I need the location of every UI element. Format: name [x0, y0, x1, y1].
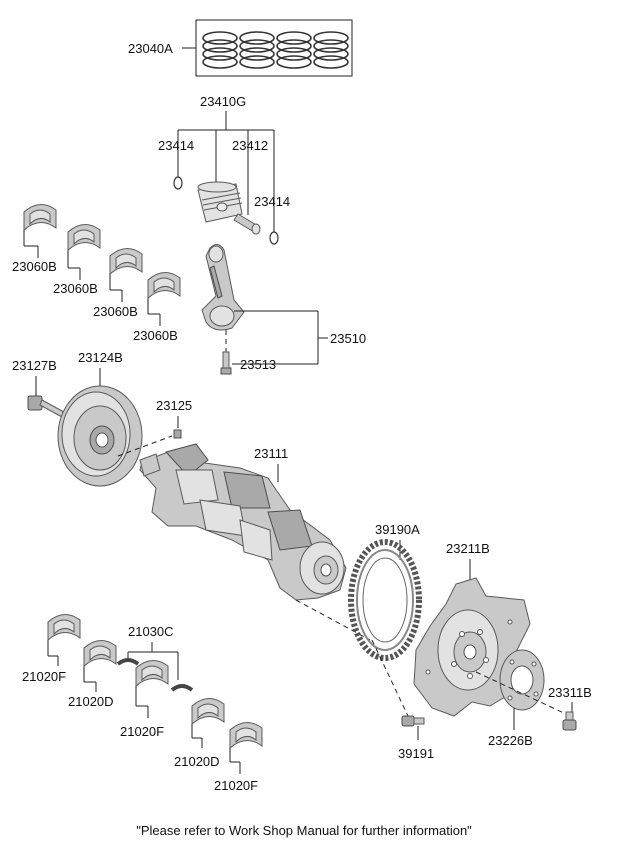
conrod-bolt[interactable]: [220, 351, 232, 375]
callout-snap-ring-right: 23414: [254, 194, 290, 209]
main-bearing-5[interactable]: [229, 722, 263, 750]
main-bearing-2[interactable]: [83, 640, 117, 668]
reluctor-ring[interactable]: [348, 539, 422, 661]
callout-drive-plate: 23211B: [446, 541, 490, 556]
damper-pulley[interactable]: [57, 385, 143, 487]
piston-pin[interactable]: [233, 213, 261, 235]
callout-woodruff-key: 23125: [156, 398, 192, 413]
conrod-bearing-3[interactable]: [109, 248, 143, 276]
piston-ring-set[interactable]: [195, 19, 353, 77]
callout-main-bearing-2: 21020D: [68, 694, 114, 709]
callout-piston-ring-set: 23040A: [128, 41, 173, 56]
piston[interactable]: [197, 181, 243, 223]
main-bearing-3[interactable]: [135, 660, 169, 688]
callout-pulley-bolt: 23127B: [12, 358, 57, 373]
callout-snap-ring-left: 23414: [158, 138, 194, 153]
reluctor-bolt[interactable]: [401, 715, 425, 727]
callout-crankshaft: 23111: [254, 446, 288, 461]
conrod-bearing-4[interactable]: [147, 272, 181, 300]
callout-reluctor-ring: 39190A: [375, 522, 420, 537]
callout-main-bearing-4: 21020D: [174, 754, 220, 769]
callout-conrod-assy: 23510: [330, 331, 366, 346]
callout-main-bearing-5: 21020F: [214, 778, 258, 793]
thrust-washer-right[interactable]: [170, 684, 194, 692]
connecting-rod[interactable]: [201, 244, 245, 331]
callout-main-bearing-3: 21020F: [120, 724, 164, 739]
main-bearing-4[interactable]: [191, 698, 225, 726]
flexplate-bolt[interactable]: [562, 711, 577, 731]
callout-thrust-bearing: 21030C: [128, 624, 174, 639]
pulley-bolt[interactable]: [27, 395, 65, 418]
thrust-washer-left[interactable]: [116, 658, 140, 666]
callout-conrod-bearing-4: 23060B: [133, 328, 178, 343]
snap-ring-right[interactable]: [269, 231, 279, 245]
callout-damper-pulley: 23124B: [78, 350, 123, 365]
footer-note: "Please refer to Work Shop Manual for fu…: [136, 823, 472, 838]
conrod-bearing-1[interactable]: [23, 204, 57, 232]
callout-flexplate-bolt: 23311B: [548, 685, 592, 700]
callout-conrod-bolt: 23513: [240, 357, 276, 372]
callout-main-bearing-1: 21020F: [22, 669, 66, 684]
snap-ring-left[interactable]: [173, 176, 183, 190]
callout-adapter-plate: 23226B: [488, 733, 533, 748]
main-bearing-1[interactable]: [47, 614, 81, 642]
callout-reluctor-bolt: 39191: [398, 746, 434, 761]
callout-piston-assy: 23410G: [200, 94, 246, 109]
crankshaft[interactable]: [139, 443, 347, 601]
callout-conrod-bearing-2: 23060B: [53, 281, 98, 296]
callout-conrod-bearing-3: 23060B: [93, 304, 138, 319]
callout-piston-pin: 23412: [232, 138, 268, 153]
callout-conrod-bearing-1: 23060B: [12, 259, 57, 274]
conrod-bearing-2[interactable]: [67, 224, 101, 252]
woodruff-key[interactable]: [173, 429, 182, 439]
adapter-plate[interactable]: [499, 649, 545, 711]
